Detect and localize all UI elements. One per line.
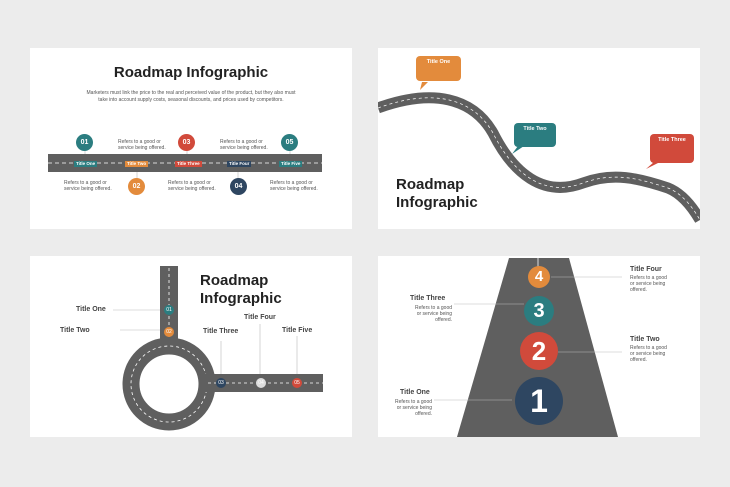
level-3-circle: 3	[524, 296, 554, 326]
desc-line: Refers to a good or	[270, 180, 313, 186]
step-02-number: 02	[132, 183, 141, 190]
desc-line: or service being	[396, 405, 432, 411]
desc-line: service being offered.	[118, 145, 166, 151]
desc-line: Refers to a good	[630, 345, 667, 351]
marker-05: 05	[294, 380, 300, 386]
label-title-three: Title Three	[203, 328, 239, 335]
level-2-number: 2	[531, 336, 547, 366]
level-2-circle: 2	[520, 332, 558, 370]
label-title-one: Title One	[76, 306, 106, 313]
step-01-number: 01	[80, 139, 89, 146]
step-01-circle: 01	[76, 134, 93, 151]
step-03-circle: 03	[178, 134, 195, 151]
step-03-number: 03	[182, 139, 191, 146]
level-4-circle: 4	[528, 266, 550, 288]
desc-line: service being offered.	[270, 186, 318, 192]
road-label-title-two: Title Two	[125, 161, 149, 167]
desc-line: service being offered.	[168, 186, 216, 192]
slide1-subtitle-line1: Marketers must link the price to the rea…	[86, 90, 296, 96]
step-05-circle: 05	[281, 134, 298, 151]
slide1-subtitle-line2: take into account supply costs, seasonal…	[98, 97, 284, 103]
desc-line: Refers to a good	[415, 305, 452, 311]
road-label-title-five: Title Five	[279, 161, 303, 167]
desc-line: Refers to a good or	[118, 139, 161, 145]
label-title-four: Title Four	[244, 314, 276, 321]
desc-line: or service being	[630, 351, 666, 357]
desc-line: Refers to a good or	[220, 139, 263, 145]
bubble-title-two: Title Two	[514, 123, 556, 147]
label-title-four: Title Four	[630, 266, 662, 273]
slide3-title: Roadmap Infographic	[200, 272, 282, 308]
road-label-title-one: Title One	[74, 161, 98, 167]
desc-line: offered.	[415, 411, 432, 417]
desc-line: Refers to a good or	[64, 180, 107, 186]
desc-line: or service being	[630, 281, 666, 287]
slide-roadmap-horizontal[interactable]: Roadmap Infographic Marketers must link …	[30, 48, 352, 229]
step-05-number: 05	[285, 139, 294, 146]
step-02-circle: 02	[128, 178, 145, 195]
desc-line: or service being	[416, 311, 452, 317]
slide2-title: Roadmap Infographic	[396, 176, 478, 212]
slide2-curved-road	[378, 82, 700, 223]
bubble-title-one: Title One	[416, 56, 461, 81]
road-label-title-four: Title Four	[227, 161, 252, 167]
slide3-road	[113, 266, 323, 431]
level-1-number: 1	[530, 383, 548, 419]
slide3-title-line2: Infographic	[200, 290, 282, 307]
slide3-title-line1: Roadmap	[200, 272, 269, 289]
marker-04: 04	[258, 380, 264, 386]
bubble-title-three: Title Three	[650, 134, 694, 163]
label-title-five: Title Five	[282, 327, 313, 334]
desc-line: Refers to a good	[395, 399, 432, 405]
marker-03: 03	[218, 380, 224, 386]
slide2-title-line2: Infographic	[396, 194, 478, 211]
label-title-two: Title Two	[60, 327, 90, 334]
level-4-number: 4	[534, 268, 544, 285]
label-title-two: Title Two	[630, 336, 660, 343]
level-3-number: 3	[533, 300, 545, 322]
desc-line: service being offered.	[220, 145, 268, 151]
slide2-title-line1: Roadmap	[396, 176, 465, 193]
marker-01: 01	[166, 307, 172, 313]
level-1-circle: 1	[515, 377, 563, 425]
desc-line: Refers to a good	[630, 275, 667, 281]
label-title-one: Title One	[400, 389, 430, 396]
road-label-title-three: Title Three	[175, 161, 202, 167]
desc-line: offered.	[435, 317, 452, 323]
step-04-circle: 04	[230, 178, 247, 195]
marker-02: 02	[166, 329, 172, 335]
desc-line: offered.	[630, 287, 647, 293]
desc-line: offered.	[630, 357, 647, 363]
desc-line: service being offered.	[64, 186, 112, 192]
step-04-number: 04	[234, 183, 243, 190]
slide1-title: Roadmap Infographic	[113, 64, 269, 81]
desc-line: Refers to a good or	[168, 180, 211, 186]
slide-roadmap-roundabout[interactable]: 01 02 03 04 05 Roadmap Infographic Title…	[30, 256, 352, 437]
slide-roadmap-curve[interactable]: Title One Title Two Title Three Roadmap …	[378, 48, 700, 229]
label-title-three: Title Three	[410, 295, 446, 302]
